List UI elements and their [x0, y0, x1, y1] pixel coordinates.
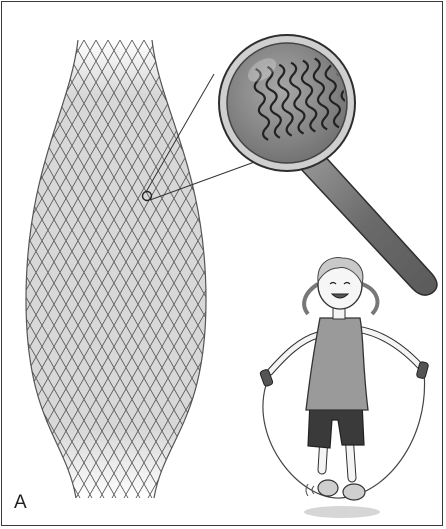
- mesh-fiber: [0, 40, 12, 498]
- mesh-fiber: [0, 40, 8, 498]
- panel-label: A: [14, 492, 27, 514]
- girl-jumping-rope-illustration: [260, 258, 429, 518]
- mesh-fiber: [432, 40, 446, 498]
- mesh-fiber: [0, 40, 24, 498]
- mesh-fiber: [0, 40, 20, 498]
- magnifying-glass-icon: [219, 35, 437, 295]
- shadow: [304, 506, 380, 518]
- mesh-fiber: [436, 40, 446, 498]
